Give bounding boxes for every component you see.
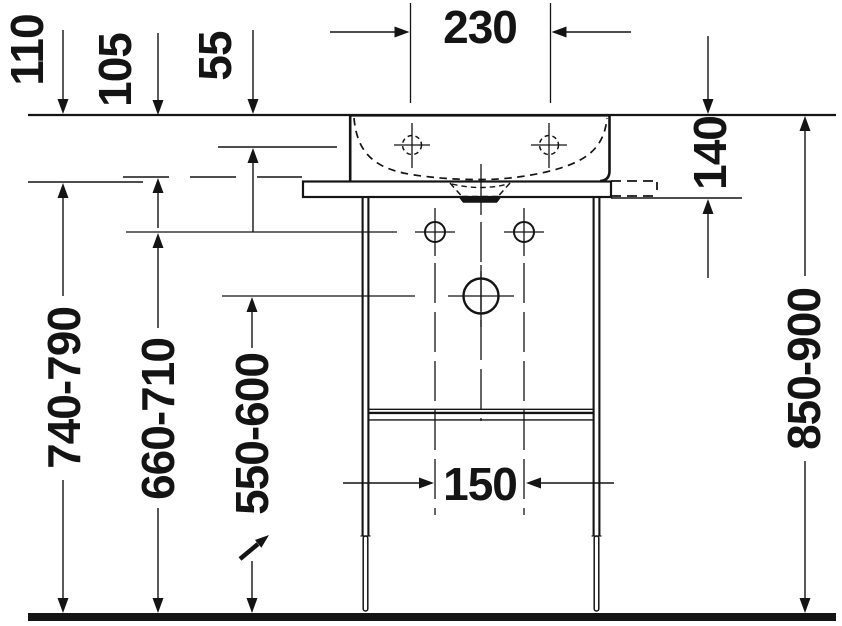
console-leg-left: [360, 197, 371, 612]
dim-label-550-600: 550-600: [226, 353, 278, 515]
dim-label-230: 230: [443, 1, 518, 53]
dim-label-740-790: 740-790: [38, 307, 90, 469]
fixing-hole-right: [504, 221, 544, 243]
dim-150: [343, 477, 614, 489]
dim-105: [152, 33, 164, 228]
dim-55: [247, 30, 259, 232]
dim-660-710: [152, 233, 164, 613]
dim-850-900: [799, 116, 811, 613]
dim-740-790: [57, 480, 69, 613]
tap-hole-left: [394, 123, 430, 168]
dim-110: [57, 30, 69, 296]
console-plate: [301, 180, 613, 199]
floor-line: [28, 613, 836, 621]
dim-label-105: 105: [89, 33, 141, 107]
dim-230: [330, 26, 631, 38]
dim-label-140: 140: [684, 116, 736, 190]
dim-label-150: 150: [443, 458, 518, 510]
tap-hole-right: [531, 123, 567, 168]
console-leg-right: [591, 197, 602, 612]
tap-hole-extension-lines: [409, 3, 552, 103]
fixing-hole-left: [415, 221, 455, 243]
dim-140: [702, 36, 714, 278]
adjustable-indicator-arrow: [238, 535, 269, 561]
console-plate-dashed-extension: [611, 180, 658, 197]
drain-fitting: [459, 197, 501, 203]
dim-label-850-900: 850-900: [778, 288, 830, 450]
drain-hole: [448, 265, 514, 327]
dim-label-110: 110: [1, 14, 53, 86]
washbasin-body: [348, 114, 611, 183]
dim-550-600: [246, 297, 258, 613]
dim-label-55: 55: [189, 31, 241, 81]
dim-label-660-710: 660-710: [132, 338, 184, 500]
